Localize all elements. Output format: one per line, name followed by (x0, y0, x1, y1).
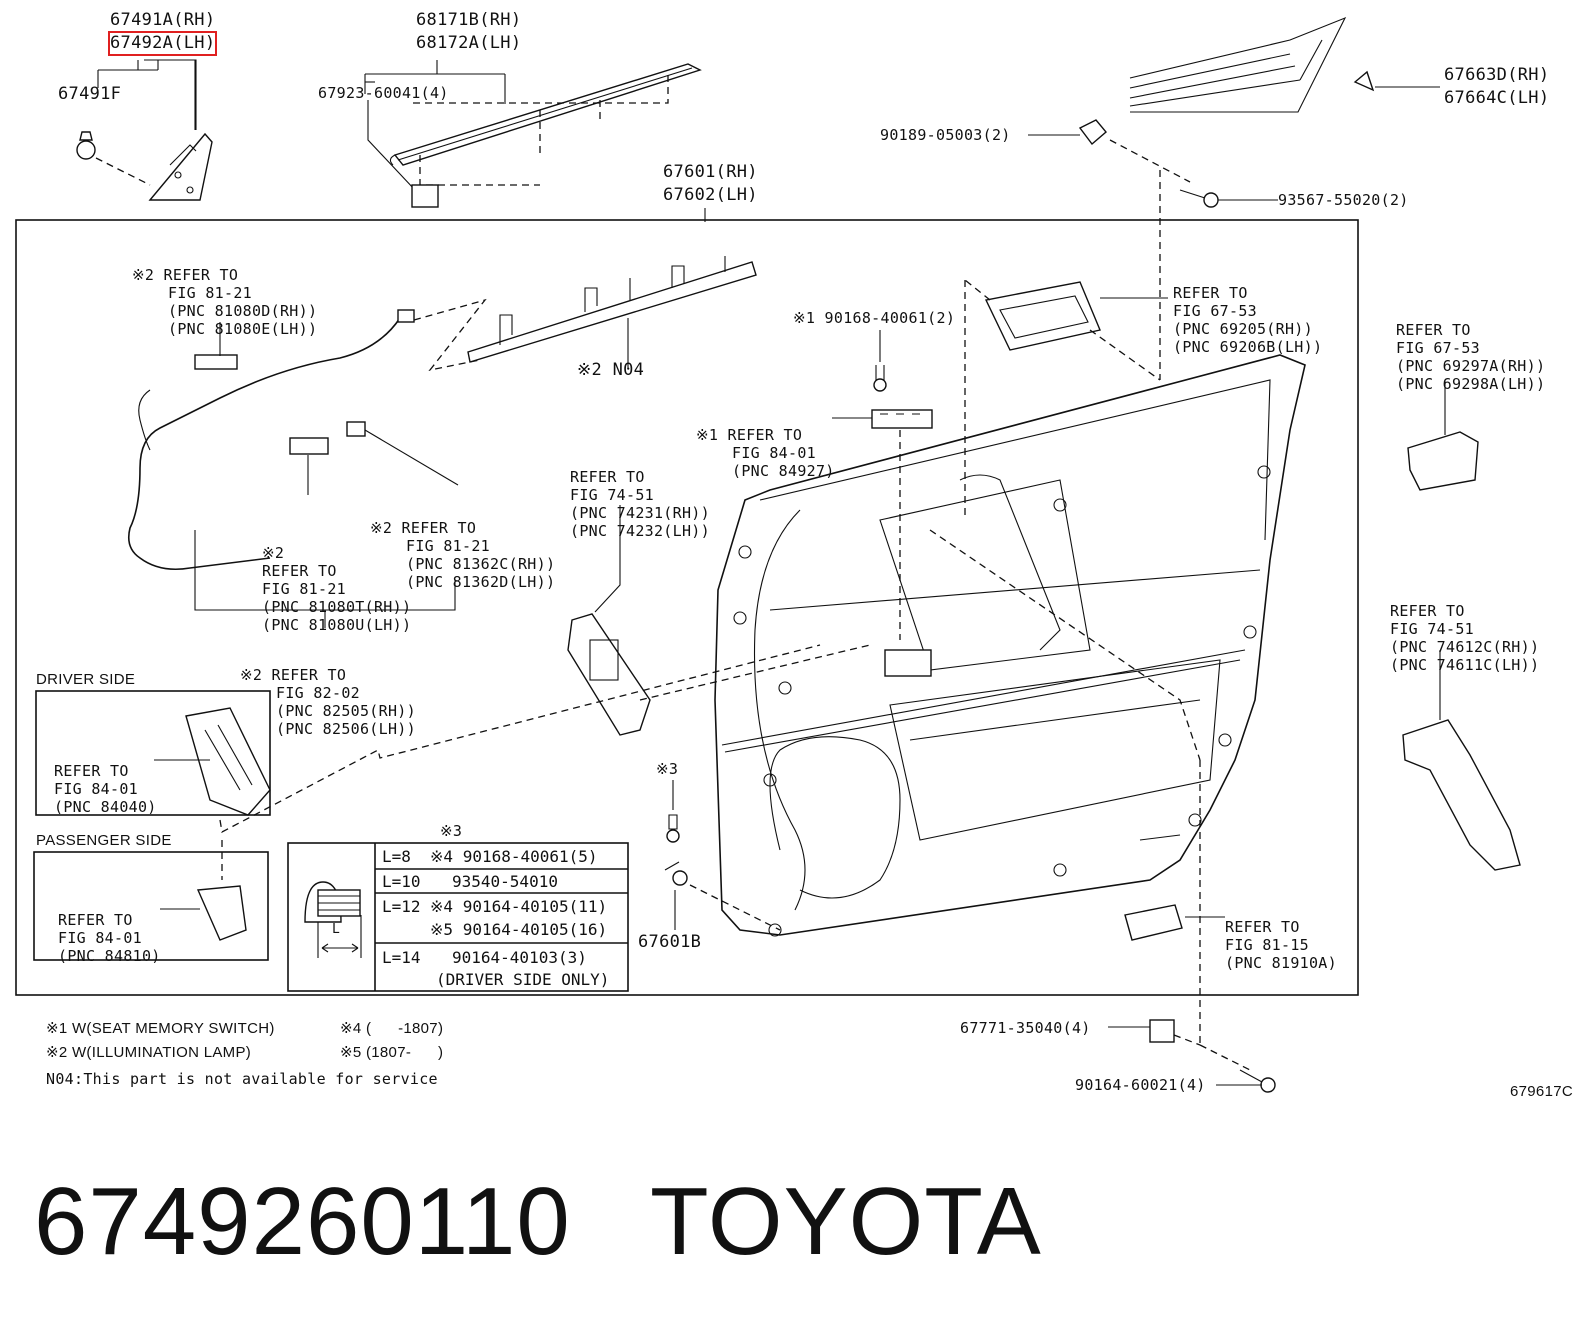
part-label-67492A-highlighted[interactable]: 67492A(LH) (107, 31, 218, 56)
clip-67923 (411, 184, 439, 208)
weatherstrip (389, 63, 702, 166)
figure-code: 679617C (1510, 1083, 1573, 1100)
legend-note-5: ※5 (1807- ) (340, 1044, 444, 1061)
footer-brand: TOYOTA (650, 1168, 1042, 1275)
screw-left-1 (666, 814, 680, 843)
legend-note-1: ※1 W(SEAT MEMORY SWITCH) (46, 1020, 275, 1037)
part-label-67601[interactable]: 67601(RH) (663, 162, 758, 182)
part-label-67601B[interactable]: 67601B (638, 932, 702, 952)
part-label-67491A[interactable]: 67491A(RH) (110, 10, 216, 30)
table-len-1: L=10 (382, 872, 421, 891)
window-frame-garnish (1129, 16, 1375, 113)
table-part-0[interactable]: ※4 90168-40061(5) (430, 847, 598, 866)
screw-90168 (873, 365, 887, 392)
legend-n04-note: N04:This part is not available for servi… (46, 1070, 438, 1088)
garnish-74612C (1402, 719, 1521, 871)
part-label-67664C[interactable]: 67664C(LH) (1444, 88, 1550, 108)
passenger-side-title: PASSENGER SIDE (36, 832, 172, 849)
driver-power-window-switch (185, 707, 271, 816)
grommet-90189 (1078, 119, 1107, 146)
seat-memory-switch-panel (884, 649, 932, 677)
part-label-90164-60021[interactable]: 90164-60021(4) (1075, 1076, 1206, 1094)
clip-table-frame (287, 842, 629, 992)
table-len-0: L=8 (382, 847, 411, 866)
switch-bezel (567, 613, 651, 736)
driver-side-title: DRIVER SIDE (36, 671, 136, 688)
table-part-2[interactable]: ※4 90164-40105(11) (430, 897, 608, 916)
screw-93567 (1179, 189, 1219, 208)
legend-note-4: ※4 ( -1807) (340, 1020, 444, 1037)
clip-67491F (76, 131, 96, 160)
part-label-67771[interactable]: 67771-35040(4) (960, 1019, 1091, 1037)
table-part-1[interactable]: 93540-54010 (452, 872, 558, 891)
inside-handle (984, 281, 1101, 351)
part-label-67663D[interactable]: 67663D(RH) (1444, 65, 1550, 85)
main-frame (15, 219, 1359, 996)
part-label-68171B[interactable]: 68171B(RH) (416, 10, 522, 30)
table-part-5: (DRIVER SIDE ONLY) (436, 970, 610, 989)
passenger-power-window-switch (196, 885, 247, 941)
part-label-n04[interactable]: ※2 N04 (577, 360, 645, 380)
part-label-67602[interactable]: 67602(LH) (663, 185, 758, 205)
clip-length-label: L (332, 922, 340, 937)
table-len-4: L=14 (382, 948, 421, 967)
part-label-90168[interactable]: ※1 90168-40061(2) (793, 309, 956, 327)
screw-left-2 (664, 861, 688, 886)
part-label-67923[interactable]: 67923-60041(4) (318, 84, 449, 102)
table-part-4[interactable]: 90164-40103(3) (452, 948, 587, 967)
part-label-90189[interactable]: 90189-05003(2) (880, 126, 1011, 144)
screw-90164-60021 (1239, 1069, 1276, 1093)
door-trim-panel (714, 354, 1306, 937)
note3-marker: ※3 (656, 760, 679, 778)
retainer-bracket (467, 256, 757, 363)
seat-memory-switch (871, 409, 933, 429)
part-label-68172A[interactable]: 68172A(LH) (416, 33, 522, 53)
garnish-69297A (1407, 431, 1479, 491)
table-len-2: L=12 (382, 897, 421, 916)
courtesy-lamp (1124, 904, 1183, 941)
wire-harness (127, 309, 415, 571)
clip-67771 (1149, 1019, 1175, 1043)
legend-note-2: ※2 W(ILLUMINATION LAMP) (46, 1044, 252, 1061)
driver-side-box (35, 690, 271, 816)
footer-part-number: 6749260110 (34, 1168, 571, 1275)
clip-table-header: ※3 (440, 822, 463, 840)
mirror-cover-piece (148, 132, 213, 201)
table-part-3[interactable]: ※5 90164-40105(16) (430, 920, 608, 939)
part-label-93567[interactable]: 93567-55020(2) (1278, 191, 1409, 209)
passenger-side-box (33, 851, 269, 961)
clip-illustration (304, 881, 362, 958)
part-label-67491F[interactable]: 67491F (58, 84, 122, 104)
